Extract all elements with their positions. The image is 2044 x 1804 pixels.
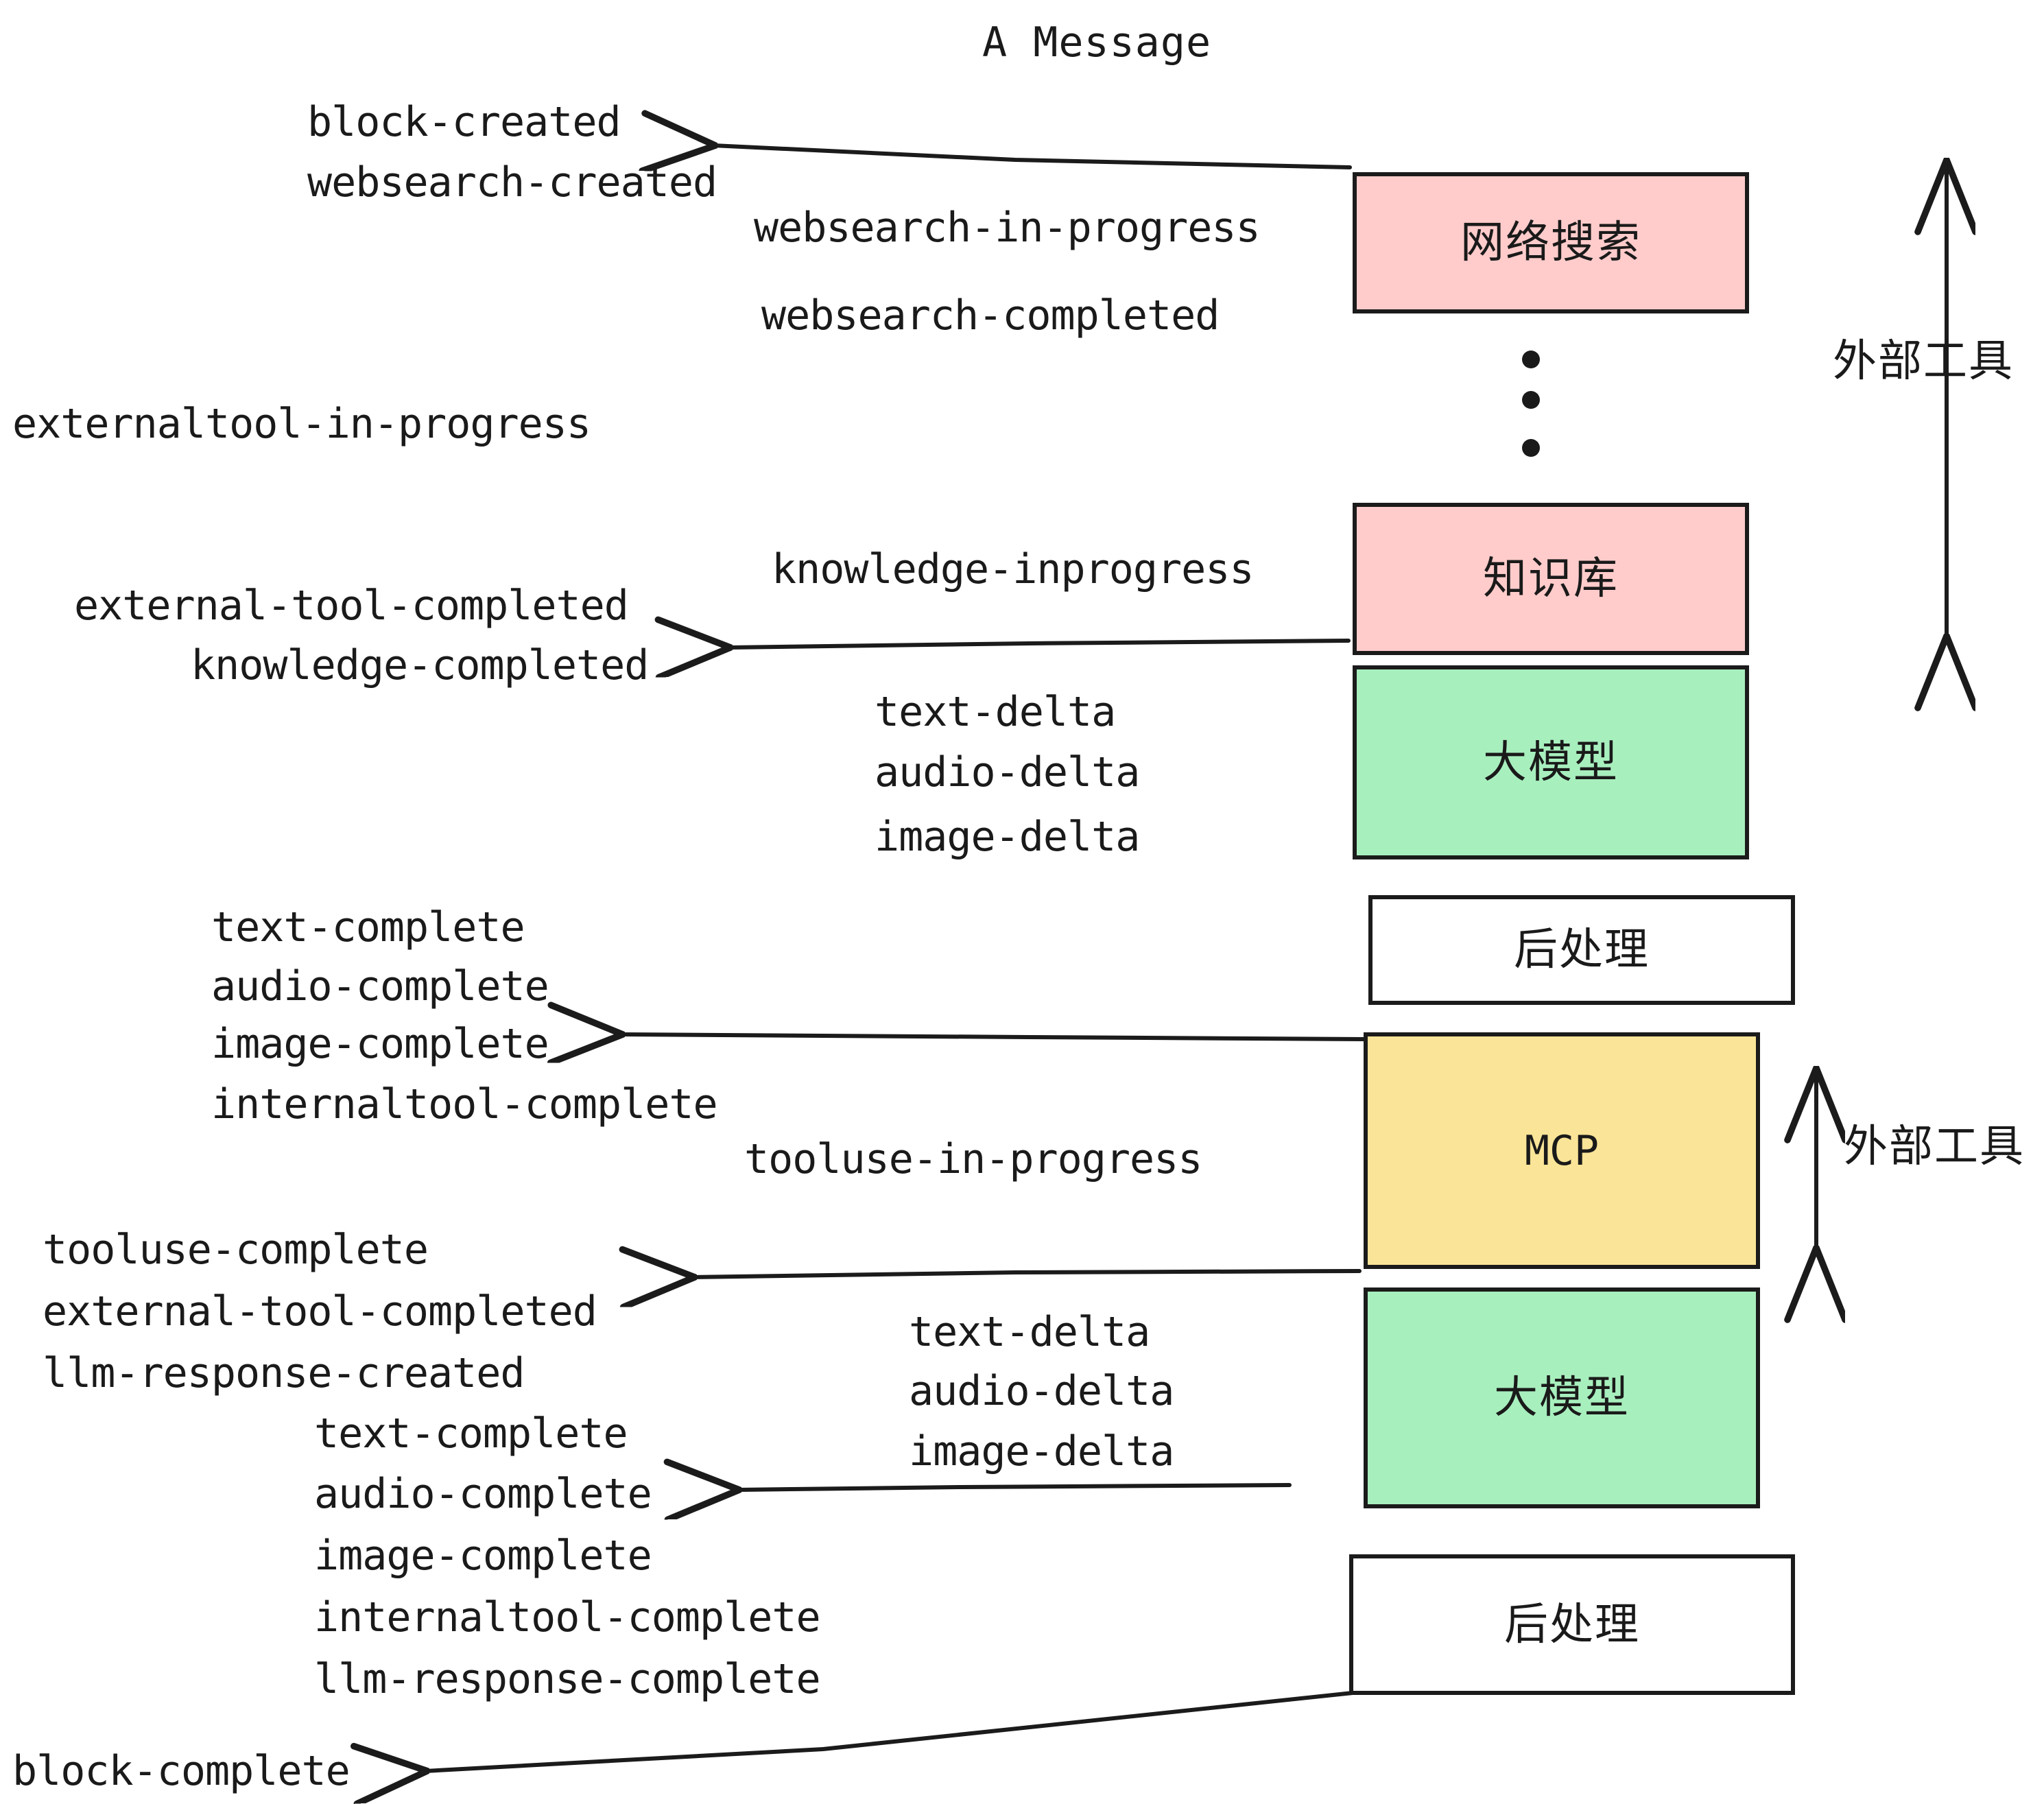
arrow-postprocess-to-block-complete xyxy=(425,1691,1355,1771)
event-text-complete-1: text-complete xyxy=(211,903,525,951)
arrow-websearch-to-block-created xyxy=(713,145,1352,167)
side-label-external-tool-top: 外部工具 xyxy=(1833,336,2014,387)
event-internaltool-complete-2: internaltool-complete xyxy=(314,1593,821,1641)
event-audio-complete-1: audio-complete xyxy=(211,962,549,1010)
ellipsis-dot-2 xyxy=(1522,391,1540,409)
event-image-complete-1: image-complete xyxy=(211,1020,549,1068)
event-text-delta-1: text-delta xyxy=(875,688,1116,736)
box-llm-1-label: 大模型 xyxy=(1483,737,1619,788)
event-tooluse-complete: tooluse-complete xyxy=(43,1226,429,1274)
event-image-delta-2: image-delta xyxy=(909,1427,1174,1475)
box-postprocess-2-label: 后处理 xyxy=(1504,1599,1640,1650)
event-websearch-created: websearch-created xyxy=(307,158,717,206)
event-external-tool-completed-1: external-tool-completed xyxy=(74,582,629,630)
arrow-llm-to-audio-complete xyxy=(737,1485,1292,1490)
ellipsis-dot-1 xyxy=(1522,351,1540,368)
event-image-delta-1: image-delta xyxy=(875,813,1140,861)
event-external-tool-completed-2: external-tool-completed xyxy=(43,1287,597,1336)
box-mcp-label: MCP xyxy=(1524,1126,1600,1175)
side-label-external-tool-bottom: 外部工具 xyxy=(1844,1121,2025,1172)
arrow-knowledge-to-knowledge-completed xyxy=(728,641,1351,648)
arrow-postprocess-to-image-complete xyxy=(621,1034,1367,1039)
box-postprocess-1[interactable]: 后处理 xyxy=(1368,895,1795,1005)
event-externaltool-in-progress: externaltool-in-progress xyxy=(12,400,591,448)
ellipsis-dot-3 xyxy=(1522,439,1540,457)
event-llm-response-complete: llm-response-complete xyxy=(314,1655,821,1703)
arrow-mcp-to-tooluse-complete xyxy=(693,1271,1362,1277)
event-image-complete-2: image-complete xyxy=(314,1532,652,1580)
box-llm-1[interactable]: 大模型 xyxy=(1353,665,1749,859)
box-postprocess-1-label: 后处理 xyxy=(1514,925,1650,975)
event-block-created: block-created xyxy=(307,98,621,146)
box-websearch-label: 网络搜索 xyxy=(1460,217,1641,268)
event-text-complete-2: text-complete xyxy=(314,1410,628,1458)
box-postprocess-2[interactable]: 后处理 xyxy=(1349,1554,1795,1695)
event-knowledge-inprogress: knowledge-inprogress xyxy=(772,545,1254,593)
event-websearch-completed: websearch-completed xyxy=(761,292,1220,340)
event-llm-response-created: llm-response-created xyxy=(43,1349,525,1397)
event-block-complete: block-complete xyxy=(12,1747,350,1795)
event-knowledge-completed: knowledge-completed xyxy=(191,641,649,689)
event-internaltool-complete-1: internaltool-complete xyxy=(211,1080,718,1128)
event-audio-complete-2: audio-complete xyxy=(314,1470,652,1518)
event-audio-delta-1: audio-delta xyxy=(875,748,1140,796)
event-audio-delta-2: audio-delta xyxy=(909,1367,1174,1415)
event-tooluse-in-progress: tooluse-in-progress xyxy=(744,1135,1202,1183)
box-knowledge-label: 知识库 xyxy=(1483,554,1619,604)
event-websearch-in-progress: websearch-in-progress xyxy=(754,204,1261,252)
box-mcp[interactable]: MCP xyxy=(1364,1032,1760,1269)
event-text-delta-2: text-delta xyxy=(909,1308,1150,1356)
box-llm-2[interactable]: 大模型 xyxy=(1364,1287,1760,1508)
box-knowledge[interactable]: 知识库 xyxy=(1353,503,1749,655)
diagram-title: A Message xyxy=(982,19,1212,67)
box-websearch[interactable]: 网络搜索 xyxy=(1353,172,1749,313)
box-llm-2-label: 大模型 xyxy=(1494,1373,1630,1423)
